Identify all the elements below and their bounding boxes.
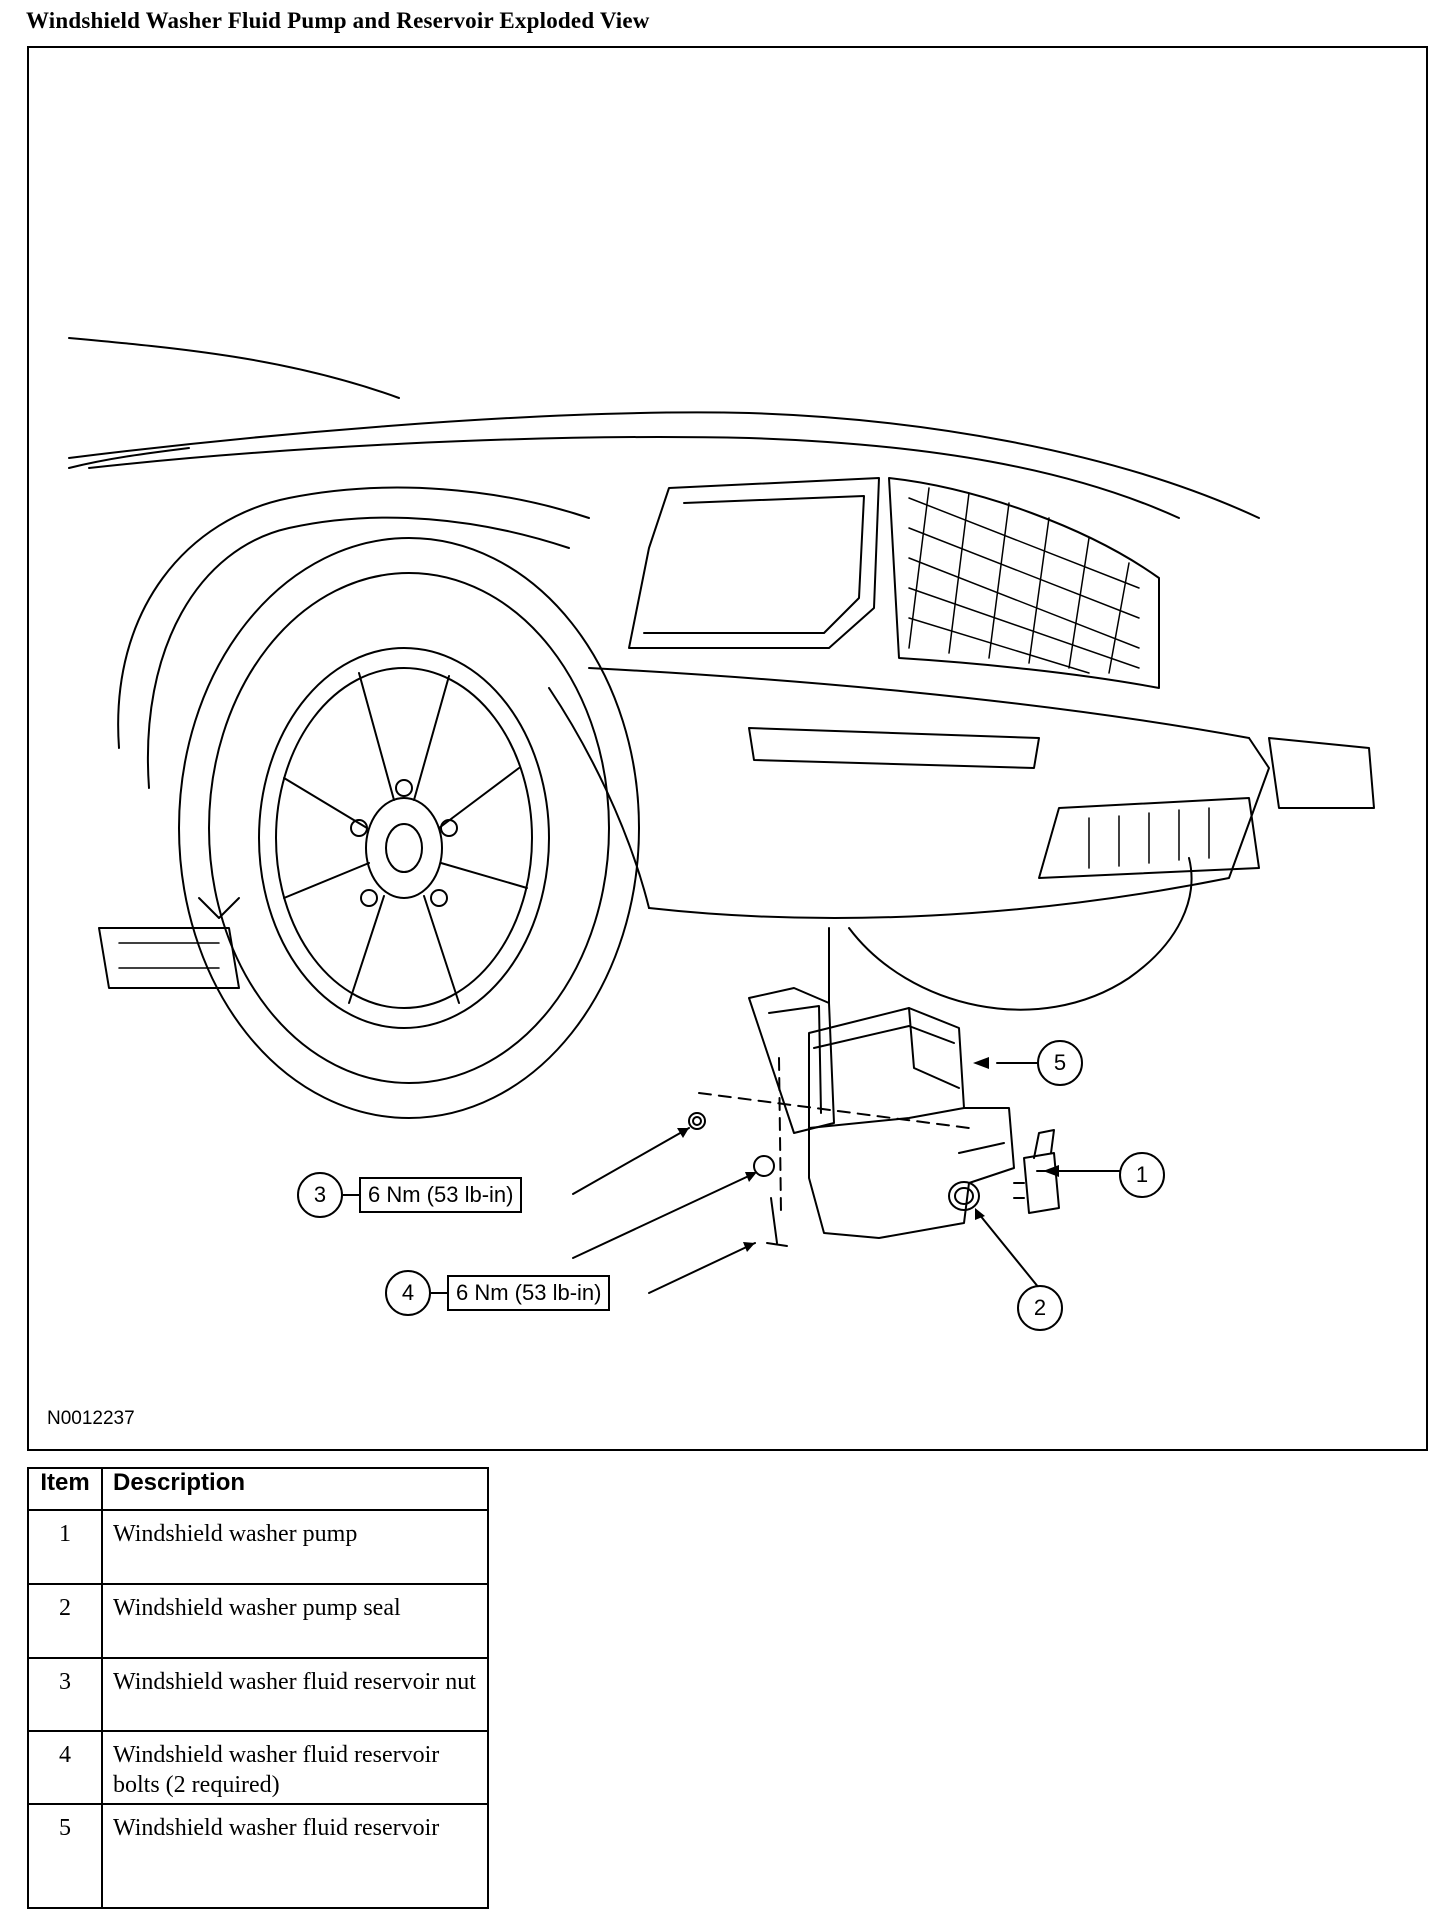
table-row: 2 Windshield washer pump seal	[27, 1583, 489, 1659]
torque-spec-item-3: 6 Nm (53 lb-in)	[359, 1177, 523, 1213]
legend-table: Item Description 1 Windshield washer pum…	[27, 1467, 489, 1909]
table-row: 3 Windshield washer fluid reservoir nut	[27, 1657, 489, 1732]
figure-frame: N0012237 1 2 3 4 5 6 Nm (53 lb-in) 6 Nm …	[27, 46, 1428, 1451]
legend-item-number: 2	[27, 1583, 103, 1659]
legend-header-description: Description	[101, 1467, 489, 1511]
legend-item-description: Windshield washer fluid reservoir bolts …	[101, 1730, 489, 1805]
figure-id: N0012237	[47, 1408, 135, 1429]
table-row: 4 Windshield washer fluid reservoir bolt…	[27, 1730, 489, 1805]
legend-item-number: 3	[27, 1657, 103, 1732]
legend-item-description: Windshield washer pump	[101, 1509, 489, 1585]
callout-connectors	[343, 1194, 447, 1294]
callout-1: 1	[1119, 1152, 1165, 1198]
legend-item-number: 5	[27, 1803, 103, 1909]
legend-item-description: Windshield washer fluid reservoir	[101, 1803, 489, 1909]
table-row: 5 Windshield washer fluid reservoir	[27, 1803, 489, 1909]
legend-header-row: Item Description	[27, 1467, 489, 1511]
page-title: Windshield Washer Fluid Pump and Reservo…	[26, 8, 650, 33]
callout-5: 5	[1037, 1040, 1083, 1086]
legend-item-number: 1	[27, 1509, 103, 1585]
table-row: 1 Windshield washer pump	[27, 1509, 489, 1585]
vehicle-illustration	[68, 337, 1375, 1294]
legend-header-item: Item	[27, 1467, 103, 1511]
callout-4: 4	[385, 1270, 431, 1316]
torque-spec-item-4: 6 Nm (53 lb-in)	[447, 1275, 611, 1311]
legend-item-number: 4	[27, 1730, 103, 1805]
callout-2: 2	[1017, 1285, 1063, 1331]
legend-item-description: Windshield washer pump seal	[101, 1583, 489, 1659]
callout-3: 3	[297, 1172, 343, 1218]
legend-item-description: Windshield washer fluid reservoir nut	[101, 1657, 489, 1732]
